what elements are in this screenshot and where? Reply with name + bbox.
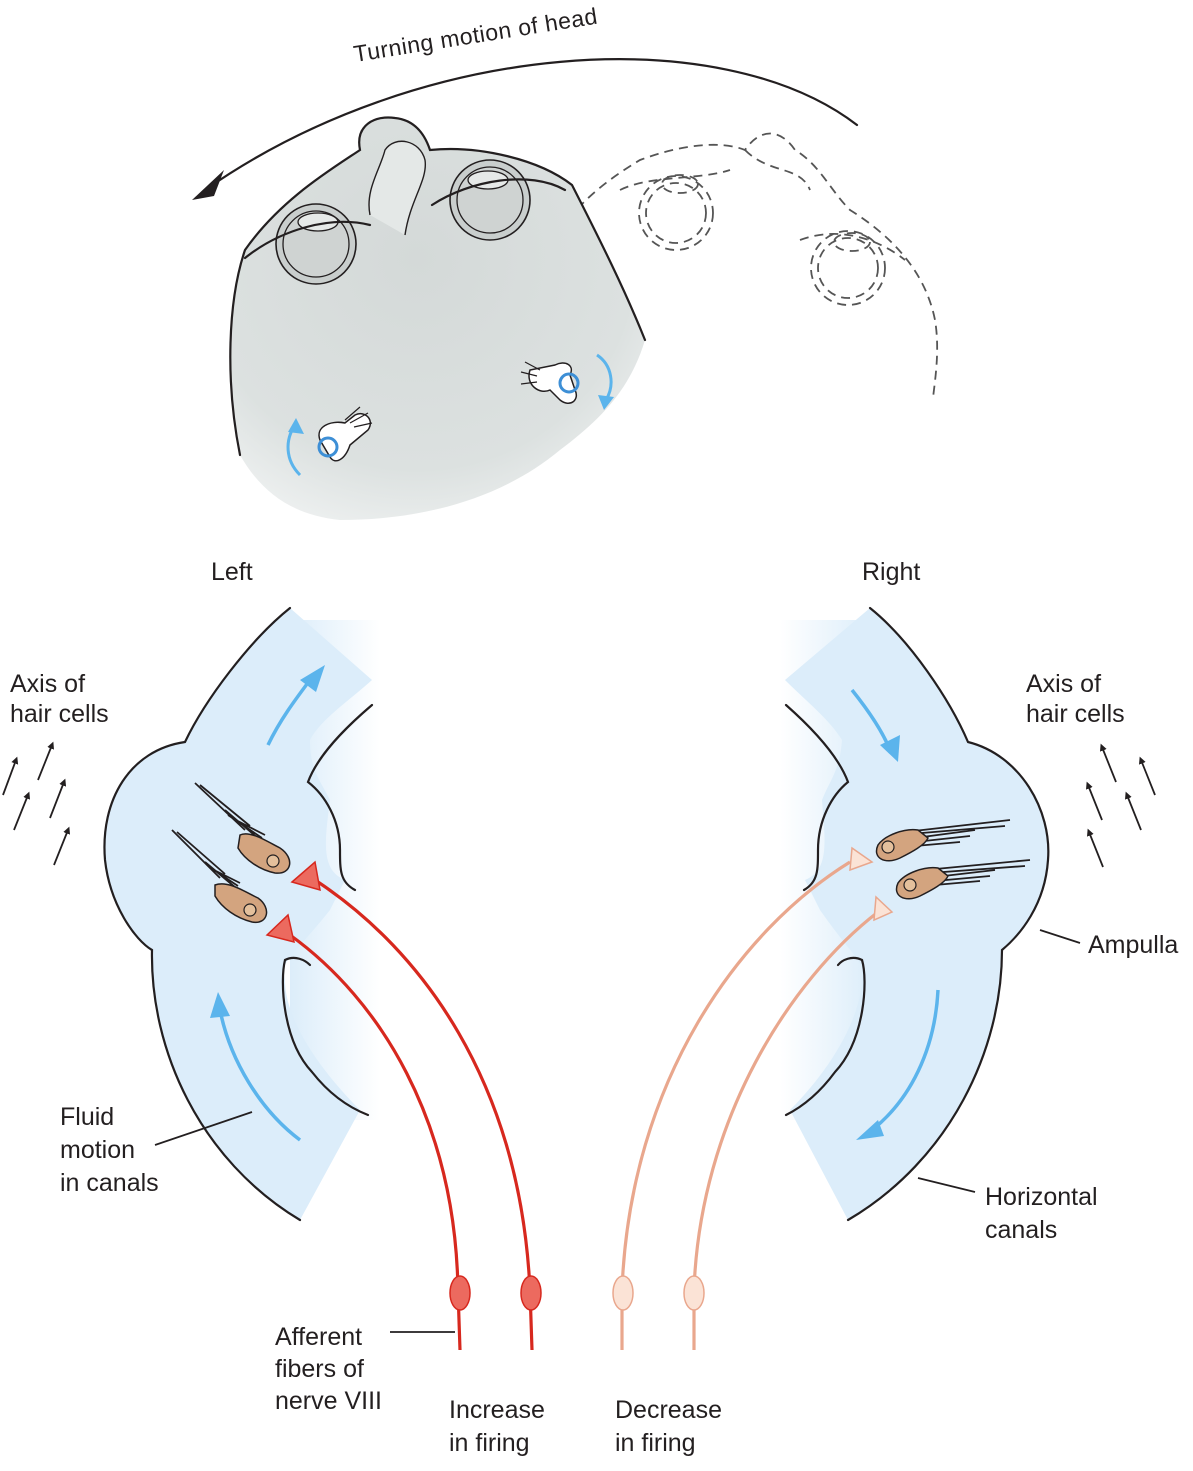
right-horizontal-canal [780, 606, 1050, 1222]
left-hair-cell-lower [171, 829, 268, 923]
left-flow-arrow-bottom [218, 1009, 302, 1142]
ampulla-label: Ampulla [1088, 931, 1178, 959]
turning-motion-arrow [192, 58, 859, 200]
decrease-line1: Decrease [615, 1396, 722, 1424]
left-inner-ear-icon [317, 406, 373, 462]
fluid-leader [154, 1111, 253, 1146]
axis-right-line2: hair cells [1026, 700, 1125, 728]
afferent-line2: fibers of [275, 1355, 364, 1383]
decrease-nerve-fibers [612, 846, 894, 1350]
increase-line2: in firing [449, 1429, 530, 1457]
increase-nerve-fibers [265, 860, 542, 1351]
decrease-line2: in firing [615, 1429, 696, 1457]
horizontal-leader [917, 1177, 976, 1193]
ampulla-leader [1039, 929, 1081, 944]
right-hair-cell-upper [875, 819, 1011, 862]
left-horizontal-canal [103, 606, 380, 1222]
right-label: Right [862, 558, 920, 586]
right-rotation-arrow [596, 353, 613, 401]
previous-head-outline [537, 132, 939, 399]
right-hair-cell-lower [895, 859, 1031, 900]
right-hair-cell-axis-arrows [1085, 743, 1156, 868]
right-inner-ear-icon [520, 361, 580, 404]
turning-motion-label: Turning motion of head [352, 3, 600, 67]
axis-left-line1: Axis of [10, 670, 85, 698]
axis-right-line1: Axis of [1026, 670, 1101, 698]
left-flow-arrow-top [266, 678, 312, 746]
afferent-line1: Afferent [275, 1323, 362, 1351]
turning-arrowhead [192, 170, 224, 200]
horizontal-line2: canals [985, 1216, 1057, 1244]
left-hair-cell-axis-arrows [2, 741, 71, 866]
head-top-view [229, 116, 647, 520]
right-flow-arrow-bottom [870, 989, 940, 1132]
axis-left-line2: hair cells [10, 700, 109, 728]
increase-line1: Increase [449, 1396, 545, 1424]
horizontal-line1: Horizontal [985, 1183, 1098, 1211]
left-label: Left [211, 558, 253, 586]
fluid-line3: in canals [60, 1169, 159, 1197]
fluid-line2: motion [60, 1136, 135, 1164]
afferent-line3: nerve VIII [275, 1387, 382, 1415]
fluid-line1: Fluid [60, 1103, 114, 1131]
left-hair-cell-upper [194, 782, 291, 874]
